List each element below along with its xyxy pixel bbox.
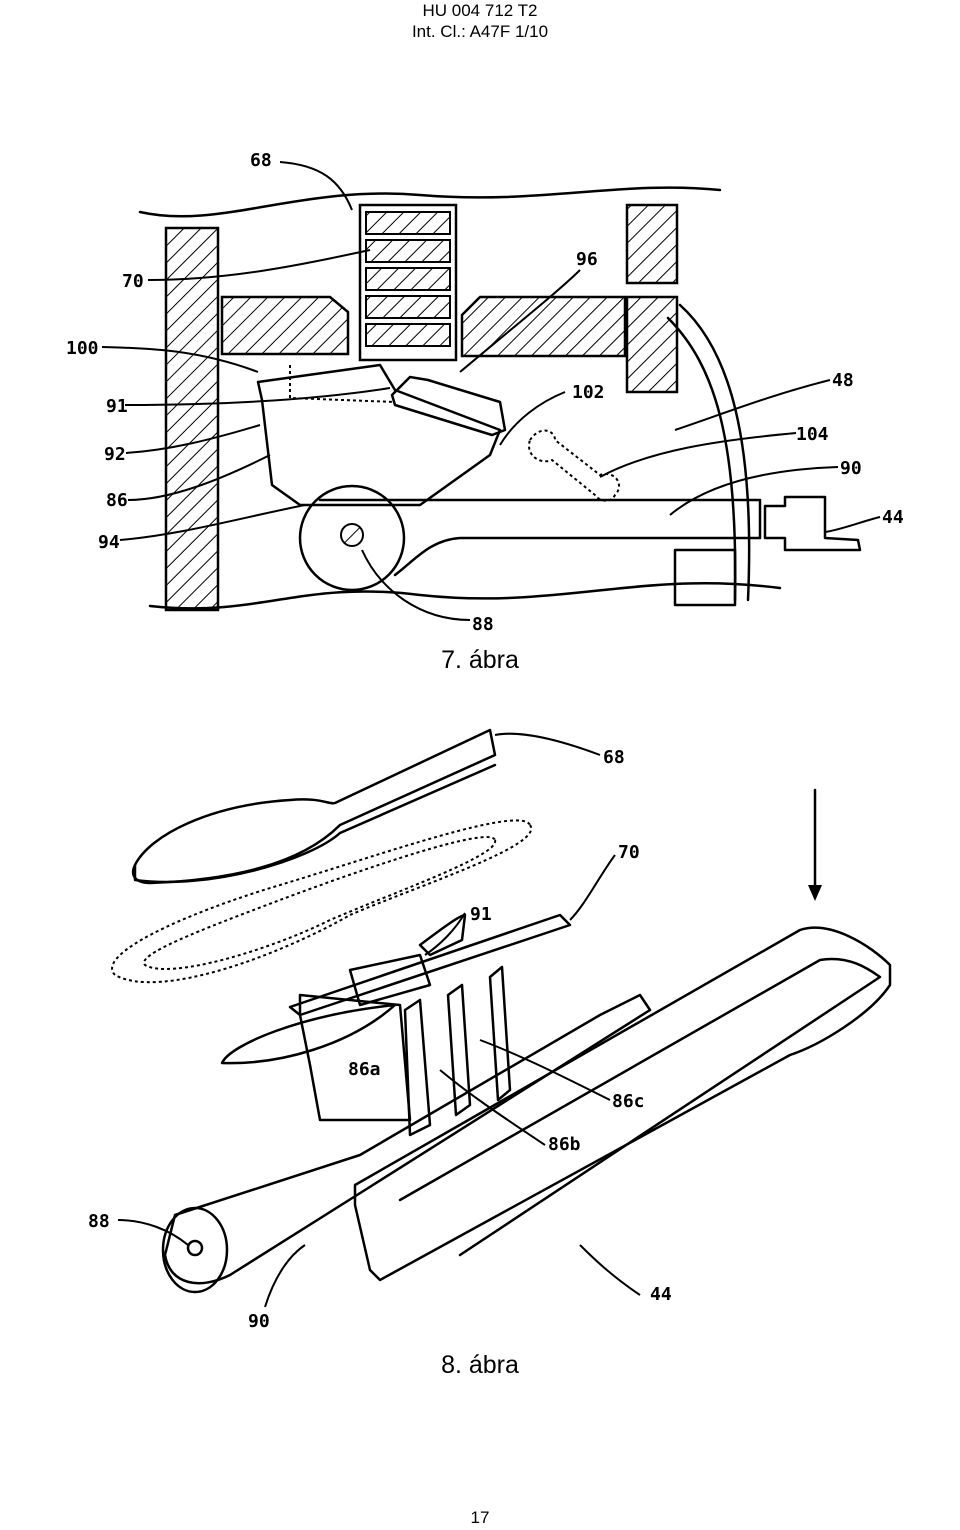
ref-92: 92 (104, 444, 126, 465)
roller-end (161, 1206, 229, 1294)
ref-86: 86 (106, 490, 128, 511)
roller (298, 484, 406, 592)
ref-96: 96 (576, 249, 598, 270)
handle (353, 926, 892, 1282)
ref-102: 102 (572, 382, 605, 403)
ref-100: 100 (66, 338, 99, 359)
ref-86a: 86a (348, 1059, 381, 1080)
front-handle (763, 495, 862, 552)
down-arrow-head (808, 885, 822, 901)
base-bar (163, 993, 652, 1285)
shelf-left (220, 295, 350, 356)
stacked-items (358, 203, 458, 362)
ref-44: 44 (650, 1284, 672, 1305)
ref-88: 88 (472, 614, 494, 635)
lower-box (673, 548, 737, 607)
rod (288, 913, 572, 1017)
figure-8-caption: 8. ábra (441, 1351, 519, 1379)
tray (390, 375, 507, 437)
curved-rod-outer (678, 303, 751, 602)
right-column (625, 295, 679, 394)
fig7-leader-lines (101, 161, 881, 621)
patent-header: HU 004 712 T2 Int. Cl.: A47F 1/10 (0, 0, 960, 42)
ref-70: 70 (618, 842, 640, 863)
fingers (348, 913, 467, 1007)
ref-68: 68 (250, 150, 272, 171)
plate-86c-2 (488, 965, 512, 1102)
patent-number: HU 004 712 T2 (422, 1, 538, 20)
plate-86c-1 (446, 983, 472, 1117)
plate-86b (403, 998, 432, 1137)
page-number: 17 (470, 1508, 490, 1527)
bottom-boundary (148, 582, 782, 610)
ref-86c: 86c (612, 1091, 645, 1112)
handle-inner (398, 957, 882, 1257)
left-wall (164, 226, 220, 612)
stacked-spatulas-edge (133, 763, 497, 884)
shelf-right (460, 295, 627, 358)
figure-7-drawing: 68 70 96 100 91 102 48 92 104 90 86 44 9… (66, 150, 904, 635)
block-dashed-outline (289, 365, 396, 403)
ref-90: 90 (840, 458, 862, 479)
axle (340, 523, 364, 547)
figure-7-caption: 7. ábra (441, 646, 519, 674)
ref-91: 91 (470, 904, 492, 925)
ref-88: 88 (88, 1211, 110, 1232)
fig7-reference-numerals: 68 70 96 100 91 102 48 92 104 90 86 44 9… (66, 150, 904, 635)
upper-right-block (625, 203, 679, 285)
stacked-spatulas (131, 728, 497, 885)
dashed-bone-shape (528, 429, 620, 502)
figure-8-drawing: 68 70 91 86a 86c 86b 88 90 44 (88, 728, 892, 1332)
curved-rod-inner (666, 316, 737, 602)
ref-44: 44 (882, 507, 904, 528)
tilting-block (256, 363, 502, 507)
body (298, 993, 412, 1122)
blade (220, 1003, 397, 1065)
top-boundary (138, 186, 722, 218)
fig8-leader-lines (117, 732, 641, 1308)
ref-90: 90 (248, 1311, 270, 1332)
ref-86b: 86b (548, 1134, 581, 1155)
ref-68: 68 (603, 747, 625, 768)
classification: Int. Cl.: A47F 1/10 (411, 22, 549, 41)
roller-axle (186, 1239, 204, 1257)
ref-48: 48 (832, 370, 854, 391)
ref-94: 94 (98, 532, 120, 553)
fig8-reference-numerals: 68 70 91 86a 86c 86b 88 90 44 (88, 747, 672, 1332)
ref-91: 91 (106, 396, 128, 417)
base-bar (318, 498, 762, 577)
ref-104: 104 (796, 424, 829, 445)
ref-70: 70 (122, 271, 144, 292)
dashed-outline-inner (142, 836, 497, 970)
